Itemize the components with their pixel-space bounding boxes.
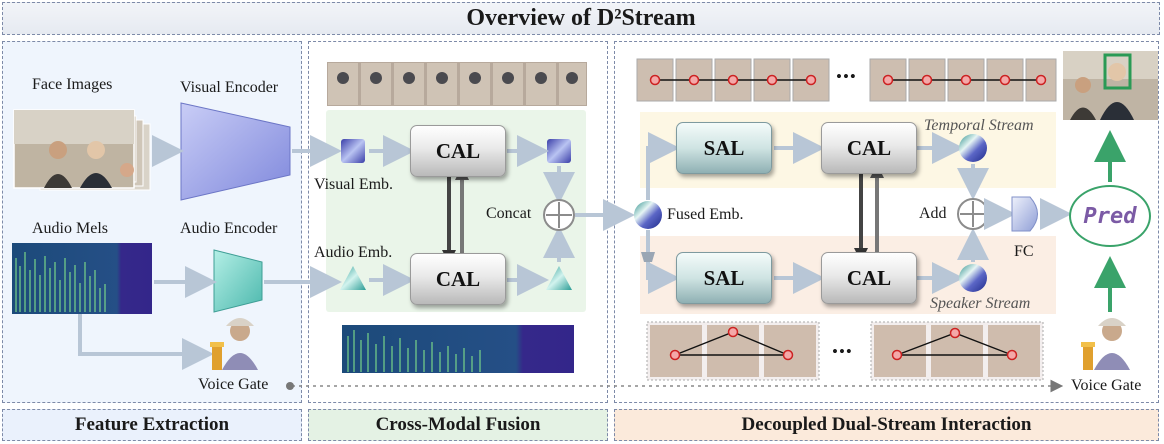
cal-label: CAL: [435, 266, 481, 291]
pred-label: Pred: [1083, 203, 1137, 229]
sal-label: SAL: [703, 135, 745, 160]
visual-encoder-label: Visual Encoder: [180, 79, 279, 96]
pred-output: Pred: [1069, 185, 1151, 247]
audio-encoder-shape: [213, 249, 263, 313]
fc-layer-shape: [1011, 196, 1038, 232]
add-label: Add: [919, 205, 947, 222]
cal-module-visual: CAL: [410, 125, 506, 177]
video-frame-strip: [327, 62, 587, 106]
sal-label: SAL: [703, 265, 745, 290]
footer-label: Decoupled Dual-Stream Interaction: [741, 414, 1032, 435]
cal-label: CAL: [846, 135, 892, 160]
audio-embedding-icon: [340, 266, 366, 290]
page-title: Overview of D²Stream: [466, 5, 696, 31]
audio-encoder-label: Audio Encoder: [180, 220, 278, 237]
visual-embedding-out-icon: [547, 139, 571, 163]
speaker-frame-strip: [646, 321, 1044, 381]
add-operator: [957, 198, 989, 230]
sal-module-speaker: SAL: [676, 252, 772, 304]
cal-module-speaker: CAL: [821, 252, 917, 304]
voice-gate-icon-left: [210, 318, 258, 370]
footer-feature-extraction: Feature Extraction: [2, 409, 302, 441]
cross-attention-arrows-fusion: [442, 166, 469, 264]
temporal-output-icon: [959, 134, 987, 162]
footer-label: Feature Extraction: [74, 414, 230, 435]
cal-label: CAL: [846, 265, 892, 290]
footer-dual-stream: Decoupled Dual-Stream Interaction: [614, 409, 1159, 441]
fused-embedding-icon: [634, 201, 662, 229]
ellipsis-bottom: •••: [832, 342, 853, 361]
cal-label: CAL: [435, 138, 481, 163]
voice-gate-label-left: Voice Gate: [198, 376, 269, 393]
temporal-stream-label: Temporal Stream: [924, 117, 1034, 134]
visual-emb-label: Visual Emb.: [314, 176, 394, 193]
ellipsis-top: •••: [836, 67, 857, 86]
fc-label: FC: [1014, 243, 1034, 260]
panel-feature-extraction: [2, 41, 302, 403]
cal-module-temporal: CAL: [821, 122, 917, 174]
speaker-stream-label: Speaker Stream: [930, 295, 1031, 312]
voice-gate-label-right: Voice Gate: [1071, 377, 1142, 394]
concat-operator: [543, 199, 575, 231]
visual-embedding-icon: [341, 139, 365, 163]
cross-attention-arrows-dual: [854, 164, 884, 262]
visual-encoder-shape: [180, 102, 291, 201]
speaker-output-icon: [959, 264, 987, 292]
face-images-label: Face Images: [32, 76, 113, 93]
fusion-spectrogram: [342, 325, 574, 373]
cal-module-audio: CAL: [410, 253, 506, 305]
temporal-frame-strip: [636, 58, 1057, 102]
concat-label: Concat: [486, 205, 532, 222]
audio-spectrogram: [12, 243, 152, 314]
footer-label: Cross-Modal Fusion: [375, 414, 541, 435]
audio-embedding-out-icon: [546, 266, 572, 290]
audio-emb-label: Audio Emb.: [314, 244, 393, 261]
prediction-image: [1063, 51, 1158, 120]
voice-gate-icon-right: [1081, 318, 1130, 370]
footer-cross-modal-fusion: Cross-Modal Fusion: [308, 409, 608, 441]
sal-module-temporal: SAL: [676, 122, 772, 174]
title-banner: Overview of D²Stream: [2, 2, 1160, 35]
face-image-stack: [13, 109, 151, 191]
fused-emb-label: Fused Emb.: [667, 206, 744, 223]
audio-mels-label: Audio Mels: [32, 220, 108, 237]
